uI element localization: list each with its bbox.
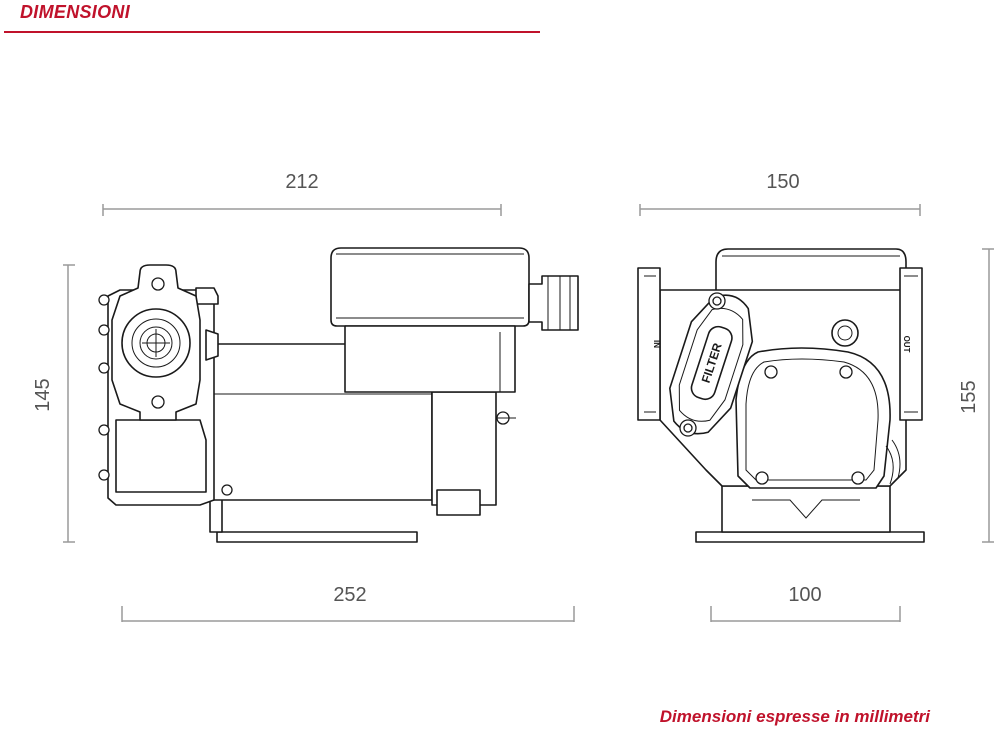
dimension-label-front-base: 100 bbox=[788, 584, 821, 606]
bypass-valve bbox=[831, 319, 859, 347]
dimension-label-side-base: 252 bbox=[333, 584, 366, 606]
dimension-side-height: 145 bbox=[32, 264, 75, 543]
outlet-stamp: OUT bbox=[902, 336, 911, 353]
filter-cover: FILTER bbox=[669, 294, 754, 435]
dimension-front-base: 100 bbox=[710, 584, 901, 622]
junction-box-body bbox=[344, 325, 516, 393]
dimension-side-width: 212 bbox=[102, 171, 502, 216]
front-base-plate bbox=[695, 531, 925, 543]
dimension-label-front-height: 155 bbox=[958, 380, 980, 413]
pump-chamber-cover bbox=[735, 347, 891, 489]
dimension-label-side-width: 212 bbox=[285, 171, 318, 193]
pump-head-cover bbox=[115, 419, 207, 493]
junction-box-lid bbox=[330, 247, 530, 327]
pump-side-view bbox=[98, 247, 579, 543]
dimension-front-width: 150 bbox=[639, 171, 921, 216]
section-title: DIMENSIONI bbox=[20, 2, 131, 22]
front-base-neck bbox=[721, 485, 891, 533]
cable-gland bbox=[528, 275, 579, 331]
inlet-block bbox=[637, 267, 661, 421]
motor-foot bbox=[436, 489, 481, 516]
pump-front-view: IN OUT FILTER bbox=[637, 248, 925, 543]
outlet-block bbox=[899, 267, 923, 421]
units-note: Dimensioni espresse in millimetri bbox=[659, 707, 930, 726]
inlet-stamp: IN bbox=[652, 340, 661, 348]
dimension-label-front-width: 150 bbox=[766, 171, 799, 193]
dimension-side-base: 252 bbox=[121, 584, 575, 622]
dimension-label-side-height: 145 bbox=[32, 378, 54, 411]
motor-end-cap bbox=[431, 391, 497, 506]
side-base-plate bbox=[216, 531, 418, 543]
title-underline bbox=[4, 31, 540, 33]
front-junction-box bbox=[715, 248, 907, 301]
dimension-front-height: 155 bbox=[958, 248, 994, 543]
